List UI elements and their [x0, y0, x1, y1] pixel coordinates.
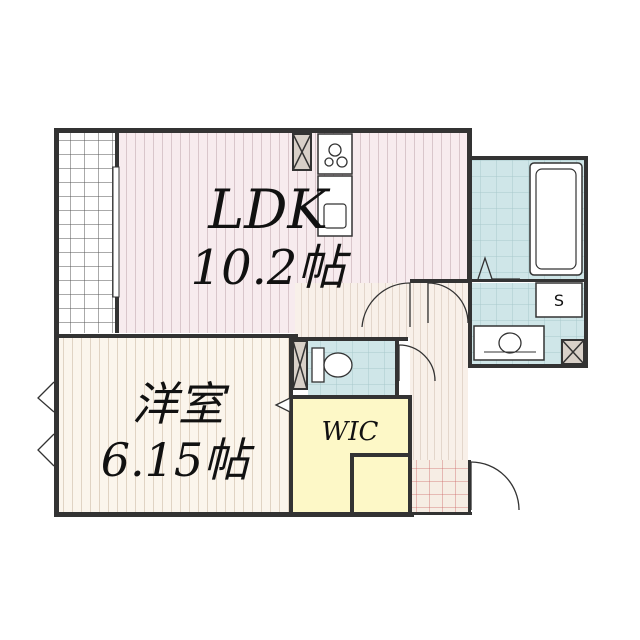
wall-hall-top [410, 279, 470, 283]
wall-toilet-right [395, 341, 399, 398]
stove-icon [317, 133, 353, 175]
toilet-icon [311, 347, 353, 383]
wall-bath-top [470, 156, 588, 160]
wall-wash-left [468, 283, 472, 368]
wall-bottom-entrance [412, 512, 472, 515]
wall-wic-inner-v [350, 453, 354, 513]
hall-passage-floor [295, 283, 410, 338]
ldk-label: LDK [207, 178, 330, 241]
washbasin-icon [473, 325, 545, 361]
western-room-floor [58, 338, 290, 513]
wall-west-right [289, 338, 293, 516]
wall-toilet-top [293, 337, 408, 341]
wall-left-lower [54, 338, 59, 517]
bath-door [477, 255, 520, 280]
wall-bath-right [584, 156, 588, 368]
western-room-label: 洋室 [132, 377, 230, 431]
wall-entrance-right [468, 460, 471, 515]
wall-wic-top [293, 395, 410, 399]
wall-bath-wash-split [470, 279, 585, 282]
wall-ldk-west-split [58, 334, 298, 338]
hall-floor [410, 283, 468, 460]
wall-bottom-west [54, 512, 414, 517]
window-icon [112, 166, 120, 298]
balcony-area [58, 133, 116, 333]
door-swing-icon [37, 282, 520, 511]
pipe-shaft-icon [292, 340, 308, 390]
wall-top [54, 128, 470, 133]
bathtub-icon [529, 162, 583, 276]
shoe-storage-label: S [554, 291, 564, 310]
wall-bath-bottom [470, 364, 588, 368]
shoe-storage [535, 282, 583, 318]
entrance-floor [412, 460, 470, 513]
sink-icon [317, 175, 353, 237]
pipe-shaft-icon [292, 133, 312, 171]
wall-ldk-right [467, 128, 472, 283]
pipe-shaft-icon [561, 339, 585, 365]
ldk-size-label: 10.2帖 [191, 240, 352, 296]
wall-wic-inner-h [350, 453, 410, 457]
western-room-size-label: 6.15帖 [101, 433, 255, 487]
wic-label: WIC [322, 417, 379, 447]
wall-left-upper [54, 128, 59, 340]
